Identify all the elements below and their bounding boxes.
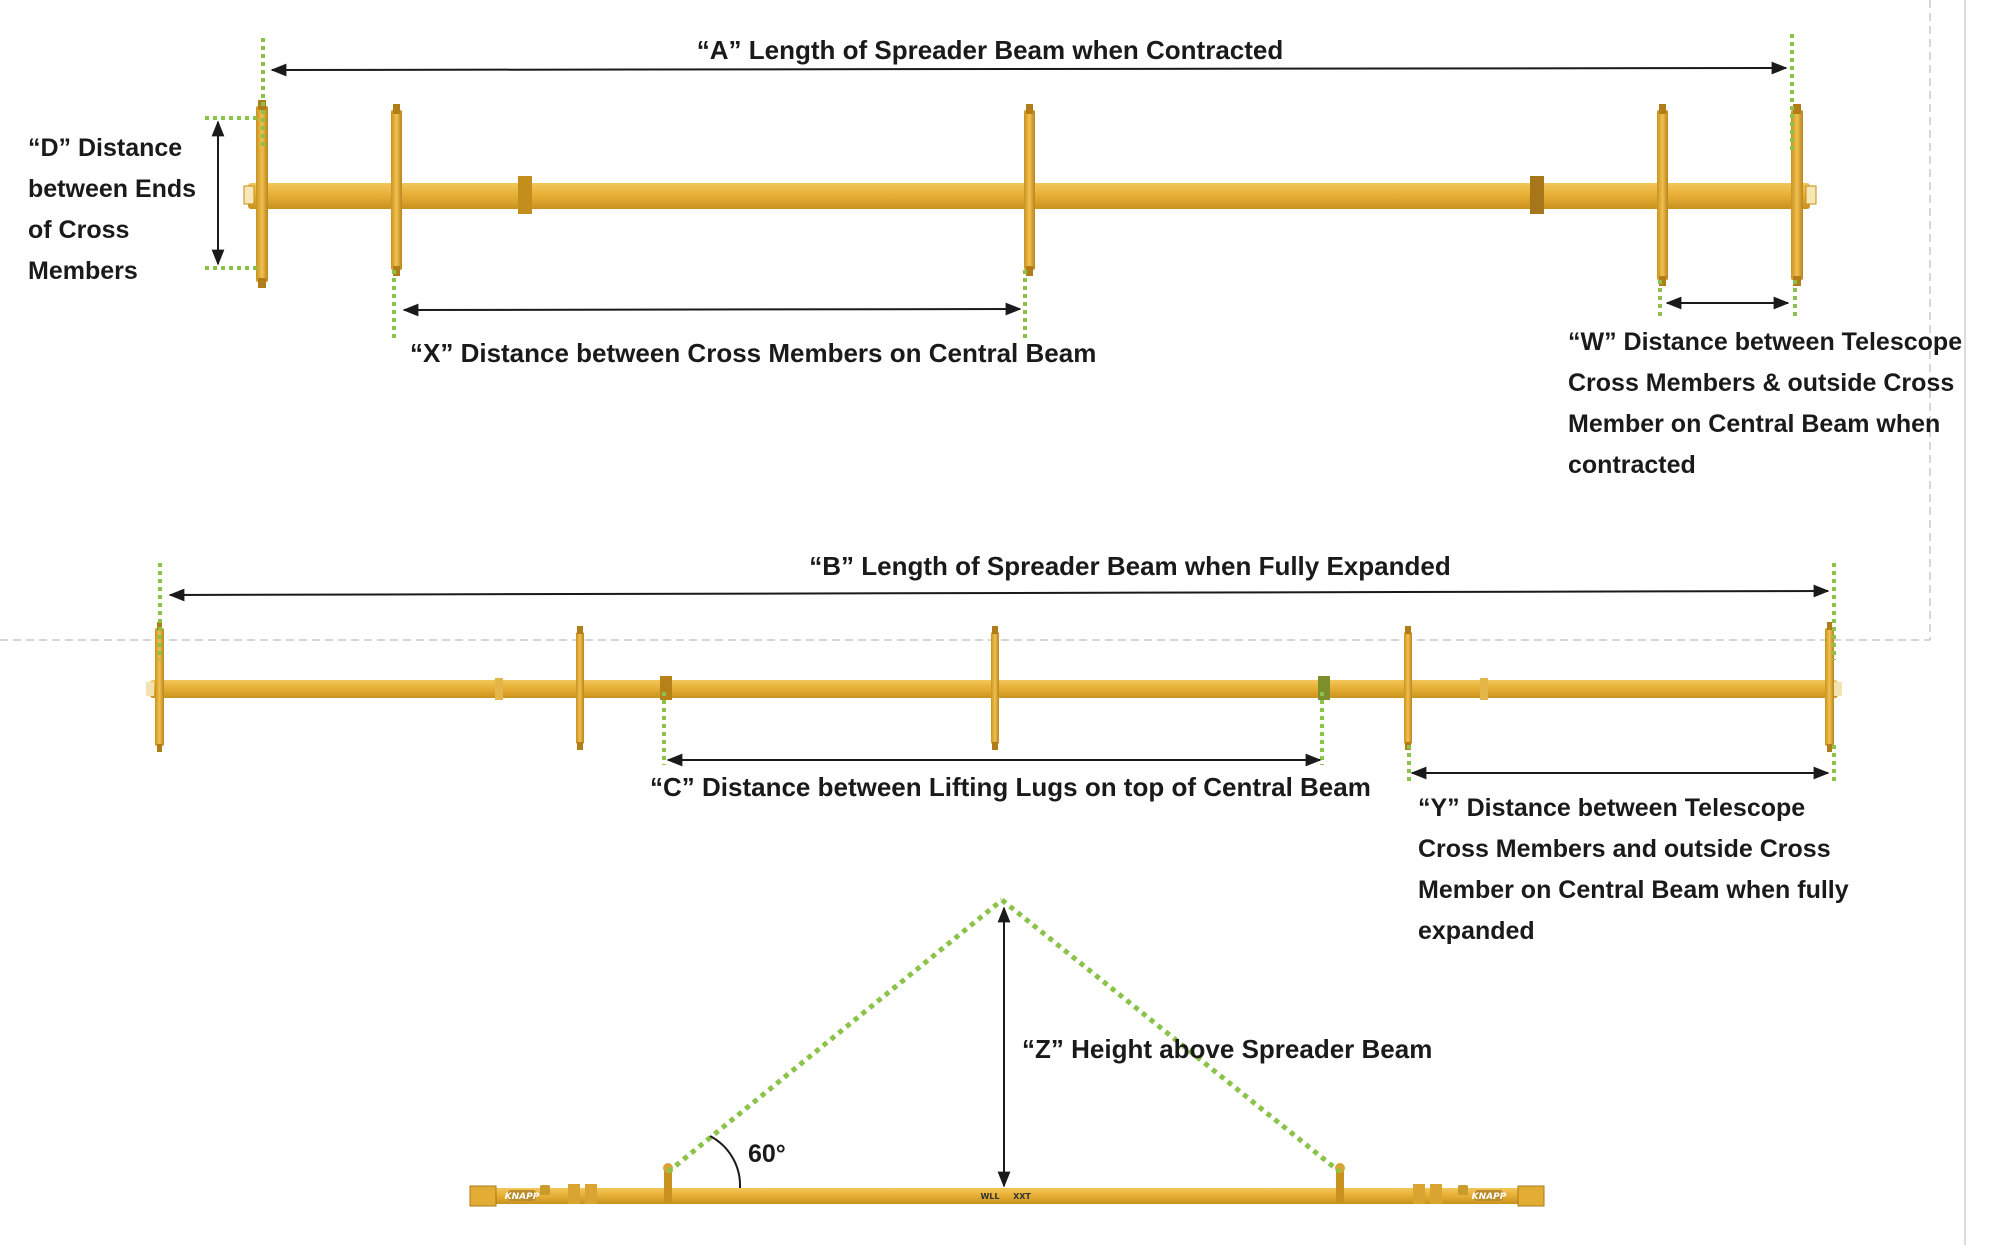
side-view-beam: KNAPP KNAPP WLL XXT (469, 1163, 1545, 1207)
label-c: “C” Distance between Lifting Lugs on top… (650, 772, 1371, 802)
label-d-line: “D” Distance (28, 134, 182, 162)
dimension-x-arrow (402, 302, 1022, 317)
contracted-dimension-arrows (211, 61, 1790, 317)
label-y-line: Member on Central Beam when fully (1418, 876, 1849, 904)
label-y: “Y” Distance between Telescope Cross Mem… (1418, 794, 1856, 945)
label-w-line: “W” Distance between Telescope (1568, 328, 1962, 356)
brand-marking: KNAPP (505, 1192, 540, 1202)
label-x: “X” Distance between Cross Members on Ce… (410, 338, 1096, 368)
side-view-beam-body (475, 1188, 1539, 1204)
label-w-line: Cross Members & outside Cross (1568, 369, 1954, 397)
angle-arc (709, 1135, 742, 1189)
label-w: “W” Distance between Telescope Cross Mem… (1568, 328, 1969, 479)
cross-member (1404, 626, 1412, 750)
contracted-dotted-guides (205, 34, 1797, 340)
brand-marking: KNAPP (1472, 1192, 1507, 1202)
label-z: “Z” Height above Spreader Beam (1022, 1034, 1432, 1064)
expanded-dimension-arrows (168, 584, 1830, 780)
label-d: “D” Distance between Ends of Cross Membe… (28, 134, 203, 285)
label-angle: 60° (748, 1140, 786, 1168)
label-w-line: Member on Central Beam when (1568, 410, 1940, 438)
expanded-beam (146, 622, 1842, 752)
brand-plate (1475, 1190, 1503, 1201)
expanded-dotted-guides (158, 563, 1836, 785)
label-y-line: “Y” Distance between Telescope (1418, 794, 1805, 822)
cross-member (991, 626, 999, 750)
cross-member (1024, 104, 1035, 276)
cross-member (1657, 104, 1668, 286)
label-y-line: expanded (1418, 917, 1535, 945)
label-d-line: between Ends (28, 175, 196, 203)
brand-plate (508, 1190, 536, 1201)
cross-member (155, 622, 164, 752)
label-d-line: Members (28, 257, 138, 285)
code-marking: XXT (1013, 1192, 1031, 1201)
contracted-beam (243, 100, 1817, 288)
dimension-b-arrow (168, 584, 1830, 602)
dimension-a-arrow (270, 61, 1788, 77)
sling-triangle (666, 898, 1342, 1174)
cross-member (576, 626, 584, 750)
label-b: “B” Length of Spreader Beam when Fully E… (809, 551, 1450, 581)
collar (1530, 176, 1544, 214)
label-a: “A” Length of Spreader Beam when Contrac… (697, 35, 1284, 65)
cross-member (1825, 622, 1834, 752)
collar (518, 176, 532, 214)
label-w-line: contracted (1568, 451, 1696, 479)
wll-marking: WLL (980, 1192, 999, 1201)
label-d-line: of Cross (28, 216, 129, 244)
cross-member (391, 104, 402, 276)
label-y-line: Cross Members and outside Cross (1418, 835, 1831, 863)
